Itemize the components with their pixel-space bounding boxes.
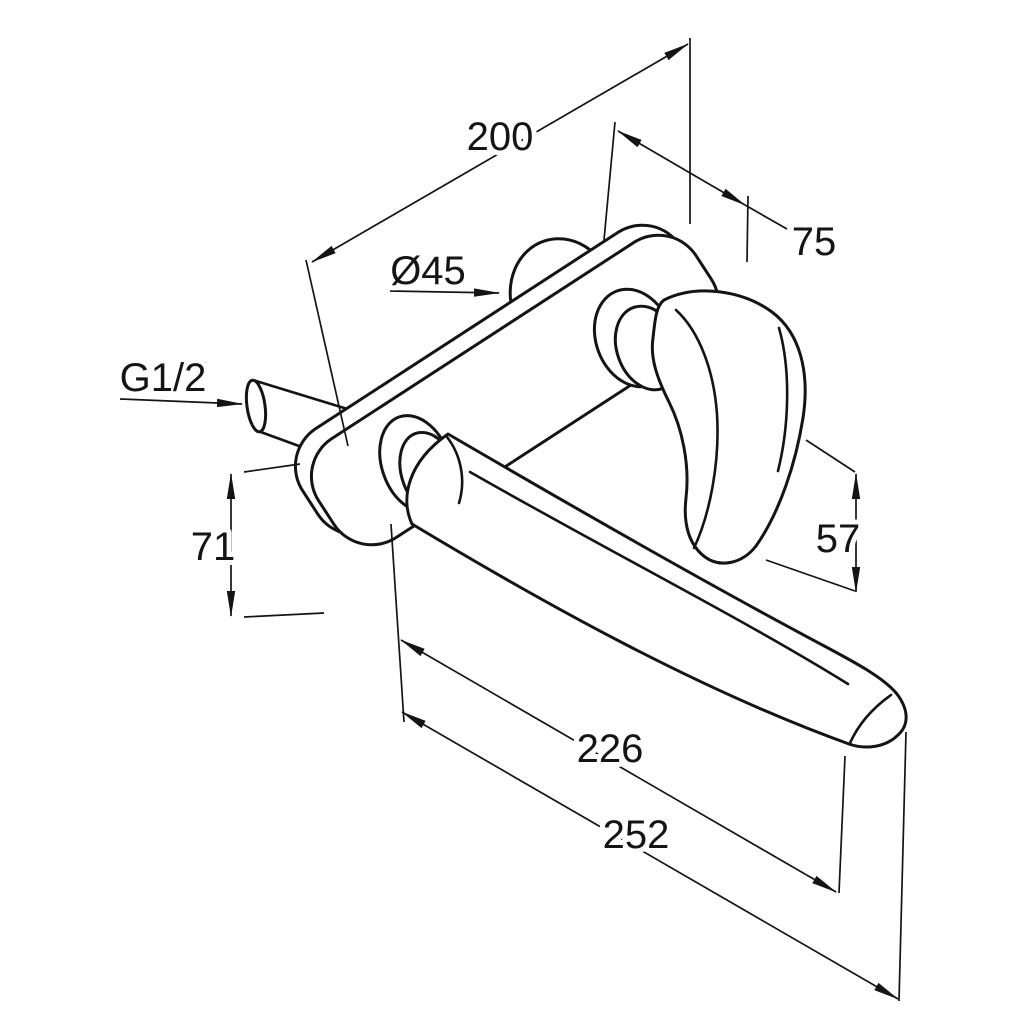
dim-label-thread: G1/2 — [120, 356, 207, 400]
dim-label-spout-inner: 226 — [577, 727, 644, 771]
extension-line — [805, 439, 856, 473]
dim-label-rosette-diameter: Ø45 — [390, 249, 466, 293]
extension-line — [305, 259, 349, 447]
extension-line — [765, 559, 856, 592]
supply-pipe — [244, 378, 356, 463]
dimension-line — [311, 43, 689, 263]
dim-thread: G1/2 — [115, 351, 243, 408]
extension-line — [243, 463, 301, 473]
dim-label-plate-length: 200 — [467, 115, 534, 159]
spout — [405, 432, 908, 749]
extension-line — [838, 755, 846, 894]
dim-handle-height: 57 — [765, 439, 865, 593]
leader-line — [119, 398, 243, 408]
dimension-line — [401, 711, 899, 1000]
pipe-end-face — [244, 378, 268, 434]
lever-handle-edge — [776, 326, 789, 473]
extension-line — [243, 612, 325, 618]
dim-rosette-diameter: Ø45 — [385, 244, 500, 298]
extension-line — [390, 523, 405, 723]
dim-plate-width: 75 — [603, 121, 841, 269]
lever-handle — [650, 289, 807, 565]
spout-base-curve — [445, 435, 464, 505]
extension-line — [898, 731, 907, 1002]
leader-line — [744, 204, 788, 230]
dim-label-handle-height: 57 — [816, 517, 861, 561]
dim-label-spout-outer: 252 — [603, 813, 670, 857]
extension-line — [603, 121, 616, 241]
dim-label-offset-height: 71 — [191, 525, 236, 569]
dim-spout-outer: 252 — [401, 711, 907, 1002]
dimension-line — [617, 130, 746, 206]
lever-handle-contour — [674, 308, 719, 550]
dim-label-plate-width: 75 — [792, 220, 837, 264]
faucet-illustration — [244, 223, 908, 749]
dimension-annotations: 200 75 Ø45 G1/2 71 — [115, 38, 907, 1002]
dim-offset-height: 71 — [186, 463, 325, 618]
dim-plate-length: 200 — [305, 38, 691, 447]
leader-line — [389, 288, 500, 297]
pipe-top-line — [254, 379, 356, 413]
